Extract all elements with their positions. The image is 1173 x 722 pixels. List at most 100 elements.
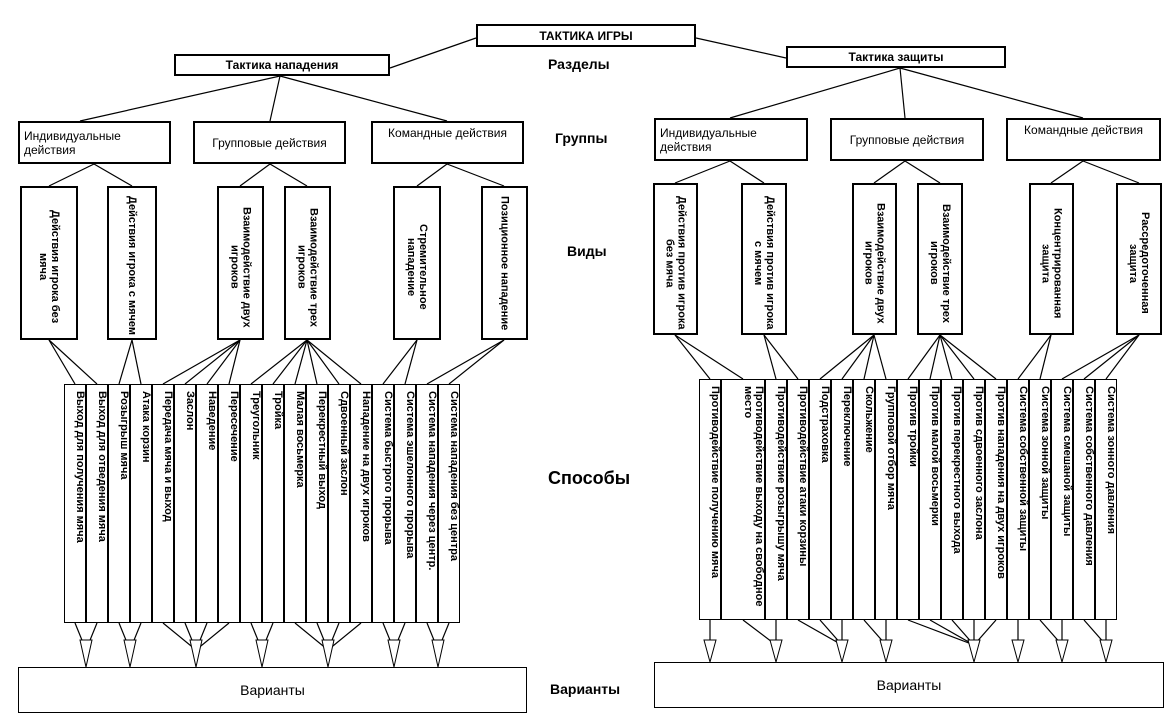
defense-method-16: Система смешаной защиты bbox=[1051, 379, 1073, 620]
defense-kind-2: Действия против игрока с мячем bbox=[741, 183, 787, 335]
connector bbox=[1061, 334, 1140, 380]
arrow-marker bbox=[189, 639, 203, 668]
defense-method-11: Против перекрестного выхода bbox=[941, 379, 963, 620]
connector bbox=[327, 622, 362, 651]
arrow-marker bbox=[255, 639, 269, 668]
defense-method-13: Против нападения на двух игроков bbox=[985, 379, 1007, 620]
attack-method-13: Сдвоенный заслон bbox=[328, 384, 350, 623]
defense-group-team: Командные действия bbox=[1006, 118, 1161, 161]
attack-variants: Варианты bbox=[18, 667, 527, 713]
arrow-marker bbox=[431, 639, 445, 668]
connector bbox=[1083, 334, 1140, 380]
connector bbox=[729, 160, 765, 184]
connector bbox=[306, 339, 318, 385]
connector bbox=[674, 160, 731, 184]
connector bbox=[48, 163, 95, 187]
defense-method-14: Система собственной защиты bbox=[1007, 379, 1029, 620]
defense-method-5: Подстраховка bbox=[809, 379, 831, 620]
connector bbox=[269, 75, 281, 122]
connector bbox=[426, 339, 505, 385]
attack-method-4: Атака корзин bbox=[130, 384, 152, 623]
connector bbox=[674, 334, 744, 380]
arrow-marker bbox=[387, 639, 401, 668]
connector bbox=[695, 37, 787, 59]
root-title: ТАКТИКА ИГРЫ bbox=[476, 24, 696, 47]
defense-method-12: Против сдвоенного заслона bbox=[963, 379, 985, 620]
defense-method-1: Противодействие получению мяча bbox=[699, 379, 721, 620]
attack-method-1: Выход для получения мяча bbox=[64, 384, 86, 623]
connector bbox=[907, 619, 975, 646]
connector bbox=[279, 75, 448, 122]
connector bbox=[79, 75, 281, 122]
attack-title: Тактика нападения bbox=[174, 54, 390, 76]
connector bbox=[899, 67, 1084, 119]
connector bbox=[841, 334, 875, 380]
connector bbox=[48, 339, 76, 385]
defense-method-10: Против малой восьмерки bbox=[919, 379, 941, 620]
label-sections: Разделы bbox=[548, 56, 610, 72]
connector bbox=[1039, 334, 1052, 380]
attack-method-5: Передача мяча и выход bbox=[152, 384, 174, 623]
attack-method-18: Система нападения без центра bbox=[438, 384, 460, 623]
attack-kind-6: Позиционное нападение bbox=[481, 186, 528, 340]
arrow-marker bbox=[967, 639, 981, 664]
attack-group-group: Групповые действия bbox=[193, 121, 346, 164]
connector bbox=[863, 334, 875, 380]
attack-kind-1: Действия игрока без мяча bbox=[20, 186, 78, 340]
label-methods: Способы bbox=[548, 468, 631, 488]
connector bbox=[93, 163, 133, 187]
defense-method-17: Система собственного давления bbox=[1073, 379, 1095, 620]
attack-method-14: Нападение на двух игроков bbox=[350, 384, 372, 623]
defense-method-9: Против тройки bbox=[897, 379, 919, 620]
attack-method-2: Выход для отведения мяча bbox=[86, 384, 108, 623]
connector bbox=[118, 339, 133, 385]
connector bbox=[239, 163, 271, 187]
defense-method-6: Переключение bbox=[831, 379, 853, 620]
defense-method-15: Система зонной защиты bbox=[1029, 379, 1051, 620]
connector bbox=[206, 339, 241, 385]
connector bbox=[763, 334, 799, 380]
attack-method-8: Пересечение bbox=[218, 384, 240, 623]
connector bbox=[929, 619, 975, 646]
connector bbox=[131, 339, 142, 385]
connector bbox=[306, 339, 340, 385]
defense-kind-1: Действия против игрока без мяча bbox=[653, 183, 698, 335]
attack-method-16: Система эшелонного прорыва bbox=[394, 384, 416, 623]
connector bbox=[763, 334, 777, 380]
connector bbox=[448, 339, 505, 385]
defense-group-group: Групповые действия bbox=[830, 118, 984, 161]
connector bbox=[819, 334, 875, 380]
connector bbox=[382, 339, 418, 385]
defense-kind-6: Рассредоточенная защита bbox=[1116, 183, 1162, 335]
attack-method-6: Заслон bbox=[174, 384, 196, 623]
defense-method-18: Система зонного давления bbox=[1095, 379, 1117, 620]
connector bbox=[272, 339, 308, 385]
connector bbox=[446, 163, 505, 187]
defense-variants: Варианты bbox=[654, 662, 1164, 708]
defense-method-8: Групповой отбор мяча bbox=[875, 379, 897, 620]
connector bbox=[1082, 160, 1140, 184]
label-variants: Варианты bbox=[550, 681, 621, 697]
connector bbox=[1017, 334, 1052, 380]
arrow-marker bbox=[1055, 639, 1069, 664]
connector bbox=[1050, 160, 1084, 184]
defense-method-3: Противодействие розыгрышу мяча bbox=[765, 379, 787, 620]
defense-kind-5: Концентрированная защита bbox=[1029, 183, 1074, 335]
label-kinds: Виды bbox=[567, 243, 607, 259]
attack-method-15: Система быстрого прорыва bbox=[372, 384, 394, 623]
defense-method-4: Противодействие атаки корзины bbox=[787, 379, 809, 620]
attack-method-7: Наведение bbox=[196, 384, 218, 623]
defense-kind-4: Взаимодействие трех игроков bbox=[917, 183, 963, 335]
attack-kind-3: Взаимодействие двух игроков bbox=[217, 186, 264, 340]
connector bbox=[269, 163, 308, 187]
connector bbox=[904, 160, 941, 184]
connector bbox=[162, 622, 197, 651]
connector bbox=[389, 37, 477, 69]
attack-kind-5: Стремительное нападение bbox=[393, 186, 441, 340]
connector bbox=[162, 339, 241, 385]
attack-method-10: Тройка bbox=[262, 384, 284, 623]
defense-method-2: Противодействие выходу на свободное мест… bbox=[721, 379, 765, 620]
attack-group-team: Командные действия bbox=[371, 121, 524, 164]
